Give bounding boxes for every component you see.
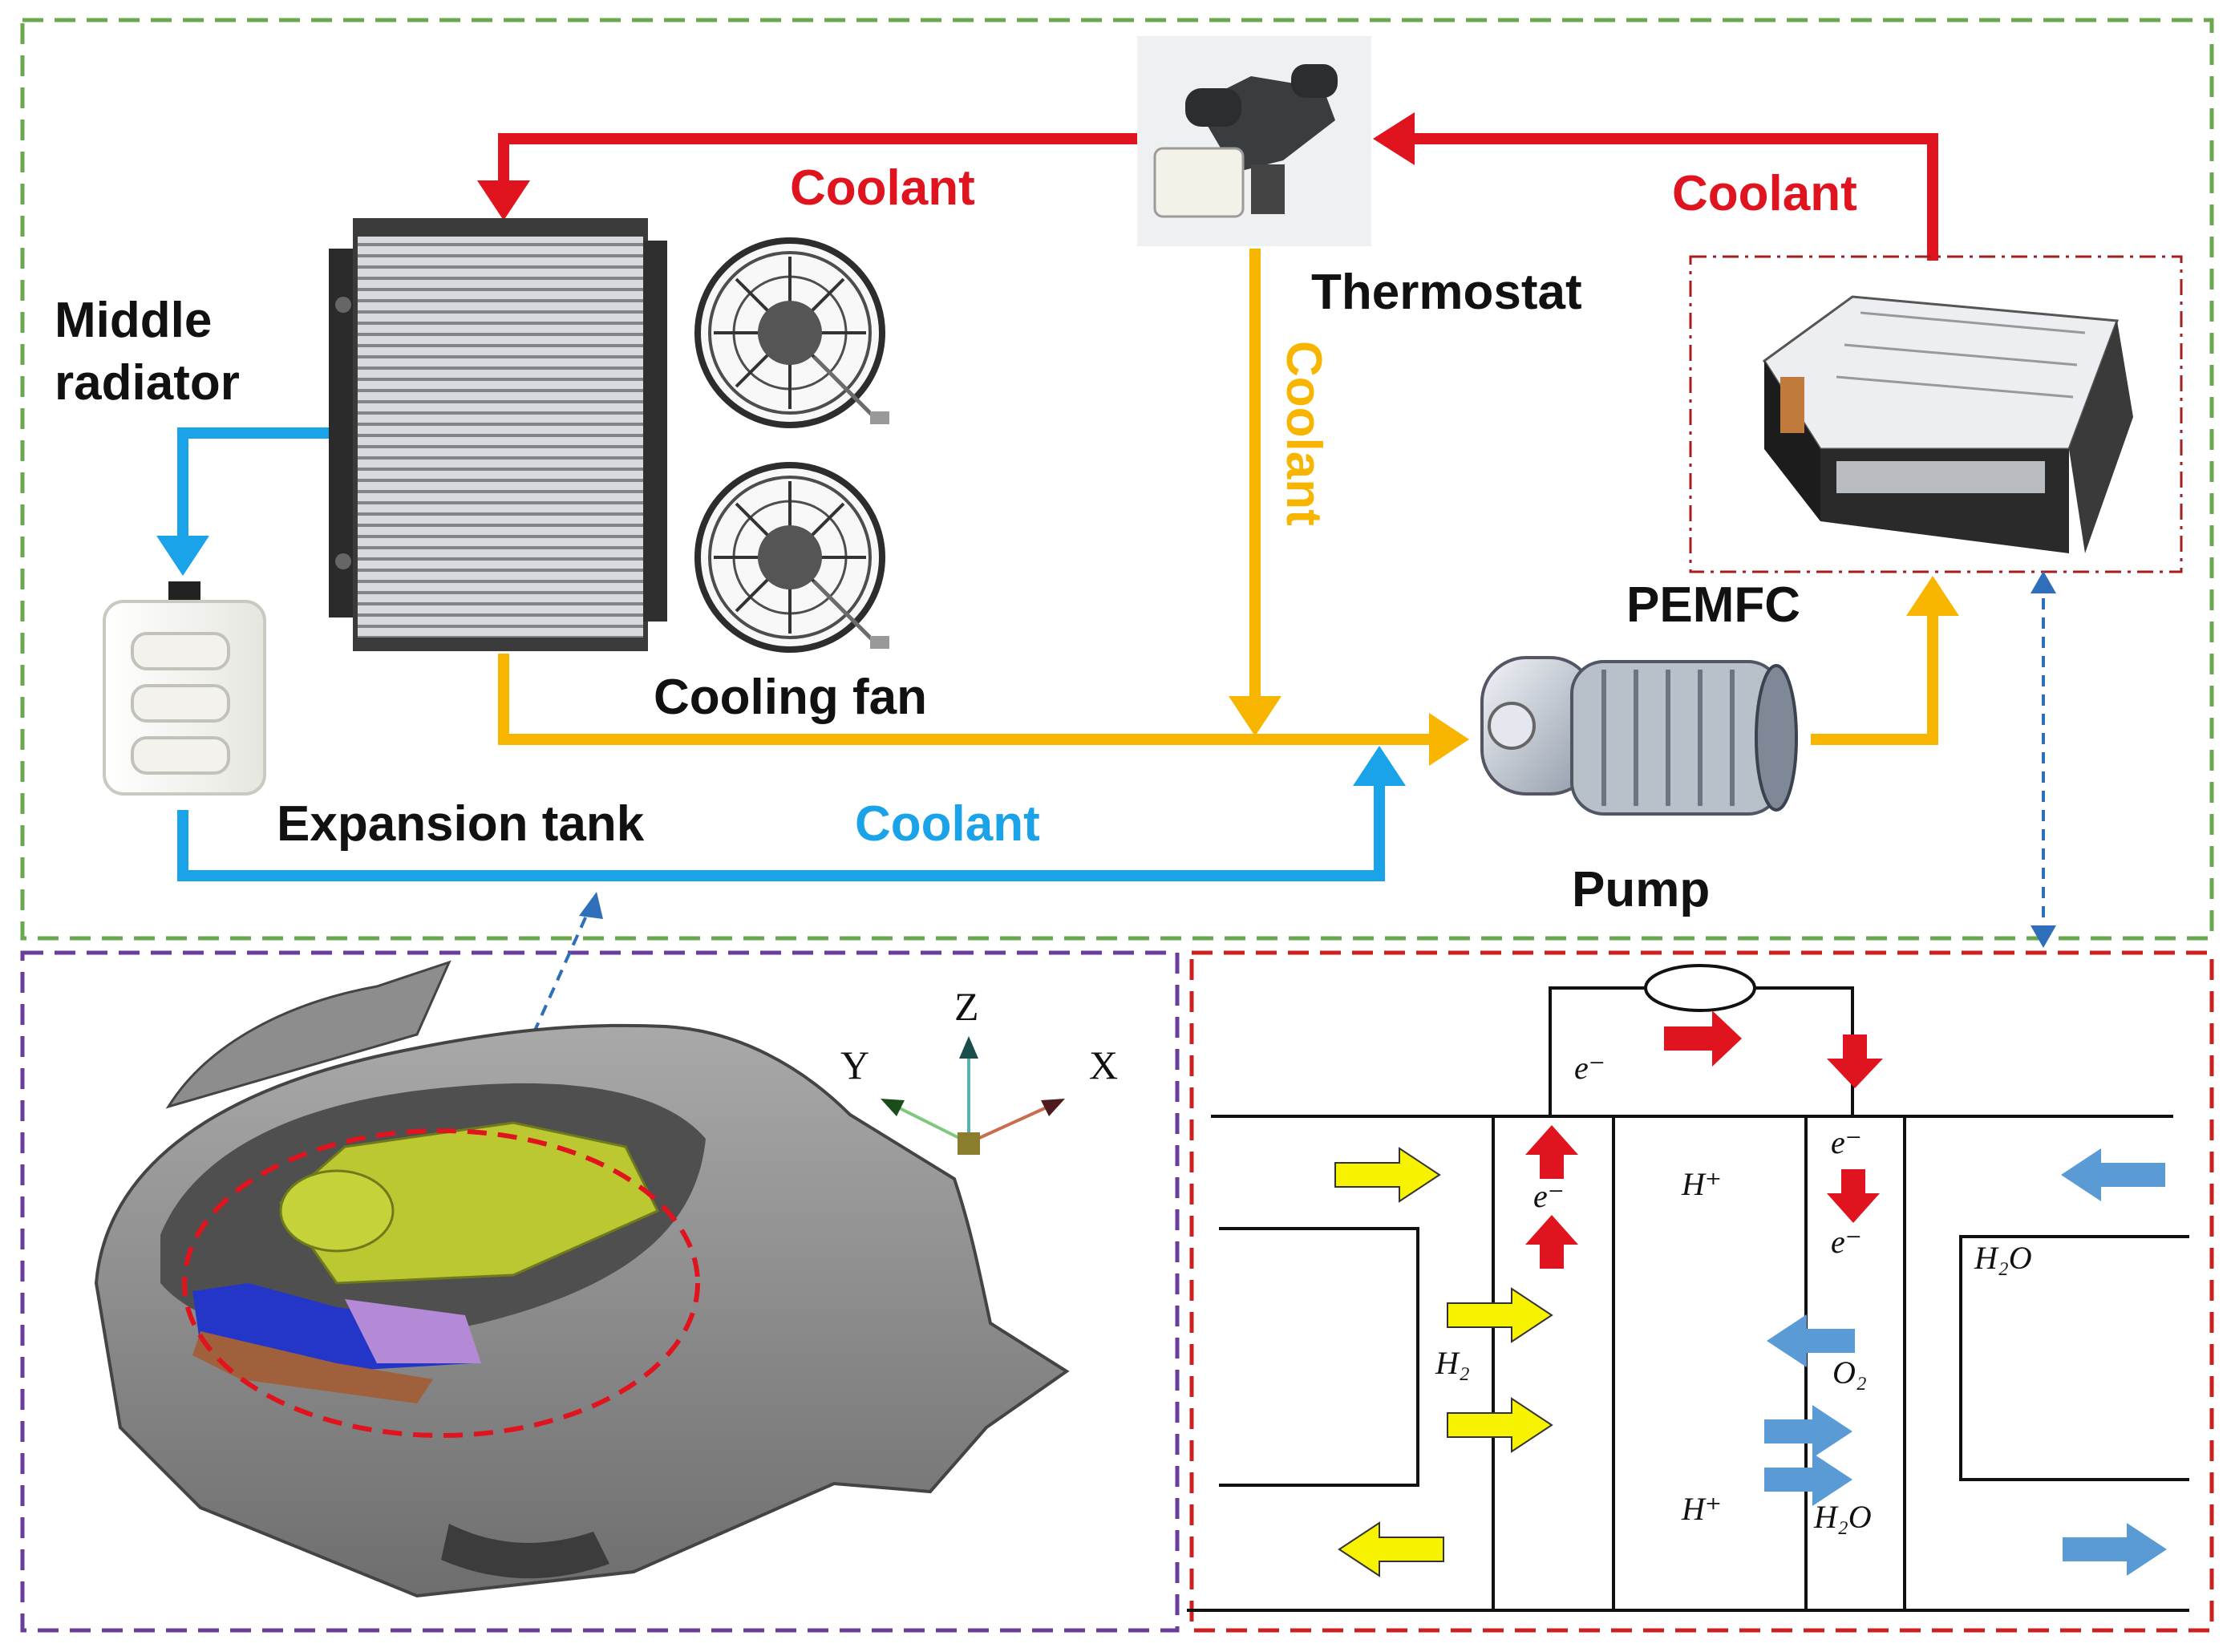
coolant-line-red-right xyxy=(1411,133,1938,261)
expansion-tank-photo xyxy=(103,581,266,796)
axis-y-label: Y xyxy=(840,1043,869,1087)
cell-h2o-bottom: H₂O xyxy=(1813,1499,1872,1535)
axis-triad-icon xyxy=(881,1036,1065,1155)
pemfc-frame xyxy=(1689,255,2183,573)
cell-h2: H₂ xyxy=(1435,1345,1470,1381)
coolant-label-vertical: Coolant xyxy=(1276,341,1331,526)
arrow-head-red-right xyxy=(1373,112,1415,165)
thermostat-photo xyxy=(1137,36,1371,246)
coolant-label-top-left: Coolant xyxy=(790,160,975,216)
arrow-head-blue-down xyxy=(156,536,209,576)
cooling-fan-icon xyxy=(694,462,889,653)
link-arrow-fuel-cell xyxy=(2031,571,2056,948)
cooling-fan-icon xyxy=(694,237,889,428)
axis-x-label: X xyxy=(1089,1043,1118,1087)
pump-photo xyxy=(1480,656,1798,816)
expansion-tank-label: Expansion tank xyxy=(277,796,645,852)
arrow-head-yellow-right xyxy=(1429,713,1469,766)
coolant-label-bottom: Coolant xyxy=(855,796,1040,852)
radiator-photo xyxy=(329,218,667,651)
cell-e-circuit: e⁻ xyxy=(1574,1050,1605,1086)
car-front-render xyxy=(94,960,1070,1598)
coolant-label-top-right: Coolant xyxy=(1672,166,1857,221)
pemfc-stack-photo xyxy=(1762,295,2133,553)
thermostat-label: Thermostat xyxy=(1311,265,1582,320)
coolant-line-yellow-pemfc xyxy=(1811,609,1938,745)
cell-o2: O₂ xyxy=(1832,1354,1867,1391)
coolant-line-yellow-bottom xyxy=(498,654,1435,745)
cell-h-plus-top: H⁺ xyxy=(1681,1166,1722,1202)
cell-e-cathode-top: e⁻ xyxy=(1831,1124,1862,1160)
cell-e-anode: e⁻ xyxy=(1533,1178,1565,1214)
pump-label: Pump xyxy=(1572,862,1710,917)
middle-radiator-label-2: radiator xyxy=(55,355,240,411)
arrow-head-yellow-down xyxy=(1229,696,1281,736)
arrow-head-blue-up xyxy=(1353,746,1406,786)
coolant-line-red-left xyxy=(498,133,1137,188)
cell-e-cathode-bottom: e⁻ xyxy=(1831,1224,1862,1260)
cooling-fan-label: Cooling fan xyxy=(654,670,927,725)
fuel-cell-frame xyxy=(1189,950,2214,1633)
fuel-cell-schematic xyxy=(1187,964,2189,1612)
axis-z-label: Z xyxy=(954,984,979,1029)
arrow-head-red-left xyxy=(477,180,530,221)
vehicle-frame xyxy=(20,950,1180,1633)
arrow-head-yellow-up xyxy=(1906,576,1959,616)
cooling-loop-frame xyxy=(20,18,2214,941)
pemfc-label: PEMFC xyxy=(1626,577,1800,633)
coolant-line-blue-bottom xyxy=(177,778,1385,881)
cell-h-plus-bottom: H⁺ xyxy=(1681,1491,1722,1527)
cell-h2o-right: H₂O xyxy=(1974,1240,2032,1276)
middle-radiator-label-1: Middle xyxy=(55,293,212,348)
coolant-line-blue-top xyxy=(177,427,333,545)
